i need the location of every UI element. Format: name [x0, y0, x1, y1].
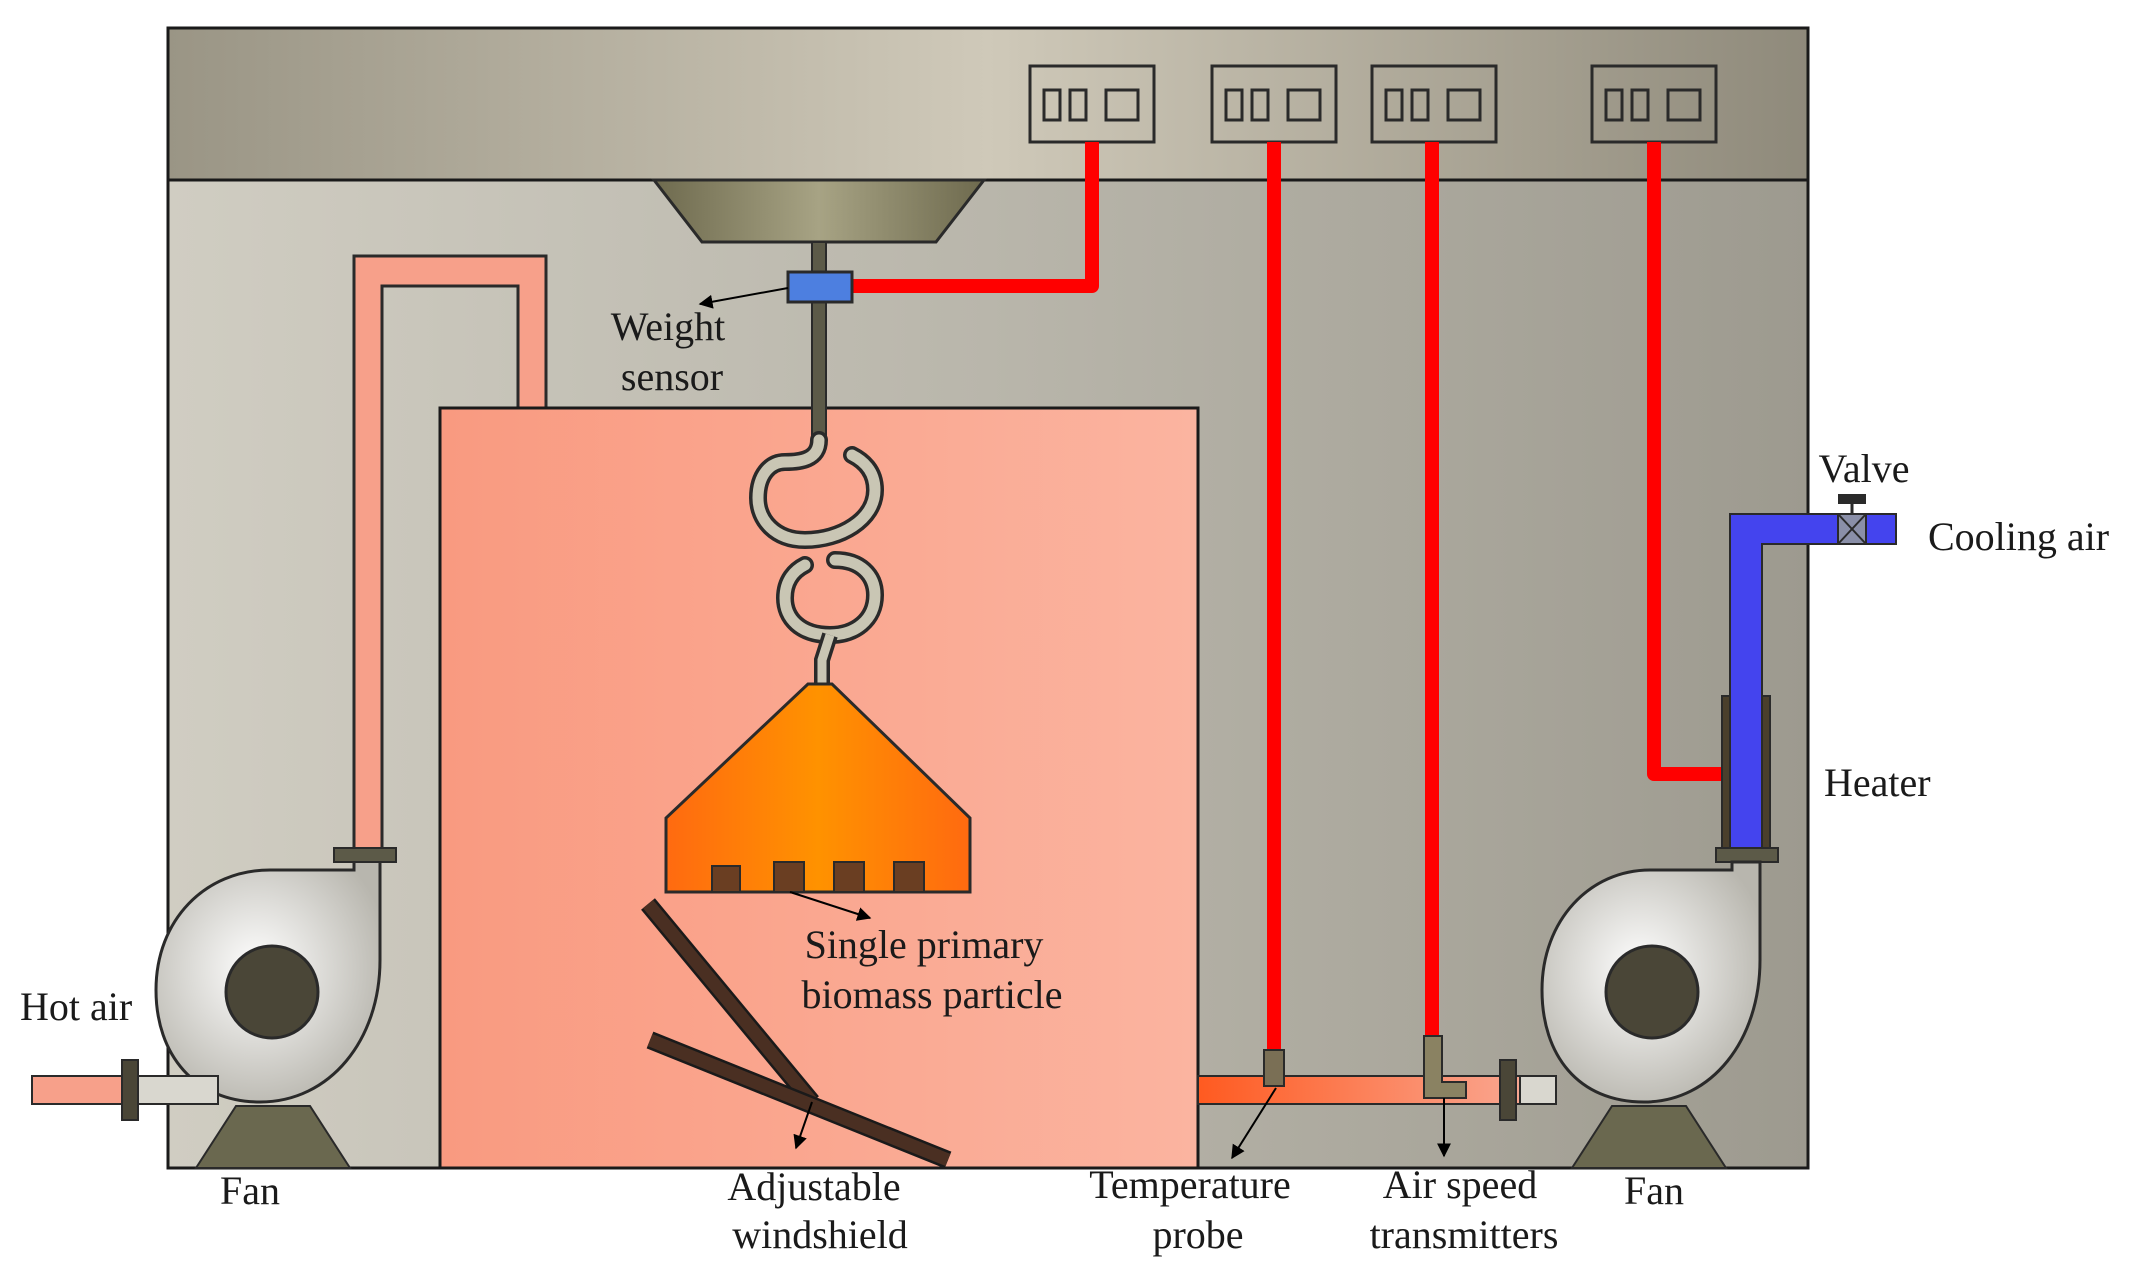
label-air-speed-2: transmitters — [1370, 1212, 1559, 1257]
label-windshield-2: windshield — [732, 1212, 908, 1257]
temperature-probe — [1263, 1049, 1285, 1087]
top-panel — [166, 26, 1810, 182]
label-particle-2: biomass particle — [801, 972, 1062, 1017]
label-weight-sensor-1: Weight — [611, 304, 726, 349]
signal-wires — [846, 142, 1732, 1050]
fan-left — [133, 847, 397, 1169]
label-air-speed-1: Air speed — [1383, 1162, 1537, 1207]
cooling-air-duct — [1729, 513, 1897, 861]
outlet-duct — [1197, 1075, 1521, 1105]
label-windshield-1: Adjustable — [727, 1164, 900, 1209]
label-hot-air: Hot air — [20, 984, 132, 1029]
adjustable-windshield — [641, 898, 952, 1169]
label-temperature-probe-1: Temperature — [1089, 1162, 1291, 1207]
weight-sensor — [786, 270, 854, 304]
label-particle-1: Single primary — [805, 922, 1044, 967]
particle-holder — [664, 682, 972, 894]
label-temperature-probe-2: probe — [1152, 1212, 1243, 1257]
balance-hood — [650, 178, 988, 244]
biomass-particles — [711, 861, 925, 893]
valve-icon — [1837, 494, 1867, 545]
hot-air-inlet — [31, 1075, 133, 1105]
label-heater: Heater — [1824, 760, 1931, 805]
fan-right — [1519, 860, 1762, 1169]
pointer-arrows — [698, 287, 1451, 1160]
label-valve: Valve — [1818, 446, 1909, 491]
label-weight-sensor-2: sensor — [621, 354, 723, 399]
air-speed-transmitter — [1423, 1035, 1467, 1099]
label-fan-right: Fan — [1624, 1168, 1684, 1213]
label-fan-left: Fan — [220, 1168, 280, 1213]
label-cooling-air: Cooling air — [1928, 514, 2109, 559]
